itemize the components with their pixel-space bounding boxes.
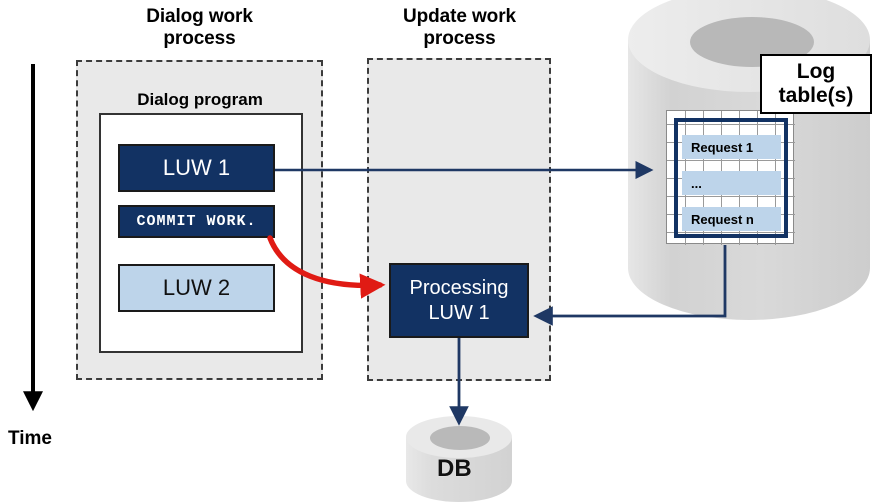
processing-luw1-block[interactable]: Processing LUW 1 (389, 263, 529, 338)
log-table-row[interactable]: Request n (682, 207, 781, 231)
log-table-row-label: Request n (691, 211, 754, 227)
update-title-line1: Update work (403, 6, 516, 27)
time-axis-label: Time (8, 428, 53, 449)
table-row-line (667, 196, 795, 197)
luw2-block[interactable]: LUW 2 (118, 264, 275, 312)
commit-work-block[interactable]: COMMIT WORK. (118, 205, 275, 238)
log-badge-line2: table(s) (778, 84, 854, 107)
processing-label-line1: Processing (409, 277, 509, 300)
log-table-row[interactable]: Request 1 (682, 135, 781, 159)
luw1-block[interactable]: LUW 1 (118, 144, 275, 192)
db-label: DB (437, 455, 472, 482)
log-table-frame (674, 118, 788, 238)
dialog-title-line2: process (163, 28, 236, 50)
dialog-title-line1: Dialog work (146, 6, 253, 27)
log-table-row-label: ... (691, 175, 702, 191)
log-table-row-label: Request 1 (691, 139, 754, 155)
commit-work-label: COMMIT WORK. (136, 213, 257, 230)
processing-label-line2: LUW 1 (428, 301, 490, 324)
table-row-line (667, 124, 795, 125)
dialog-program-title: Dialog program (137, 90, 263, 109)
log-table-grid[interactable]: Request 1 ... Request n (666, 110, 795, 245)
table-row-line (667, 232, 795, 233)
log-table-badge: Log table(s) (760, 54, 872, 114)
log-table-row[interactable]: ... (682, 171, 781, 195)
table-row-line (667, 160, 795, 161)
log-badge-line1: Log (796, 60, 836, 84)
db-cylinder (406, 416, 512, 502)
update-title-line2: process (423, 28, 496, 50)
update-work-process-title: Update work process (372, 6, 547, 51)
luw1-label: LUW 1 (162, 155, 231, 180)
dialog-work-process-title: Dialog work process (112, 6, 287, 51)
luw2-label: LUW 2 (162, 275, 231, 300)
